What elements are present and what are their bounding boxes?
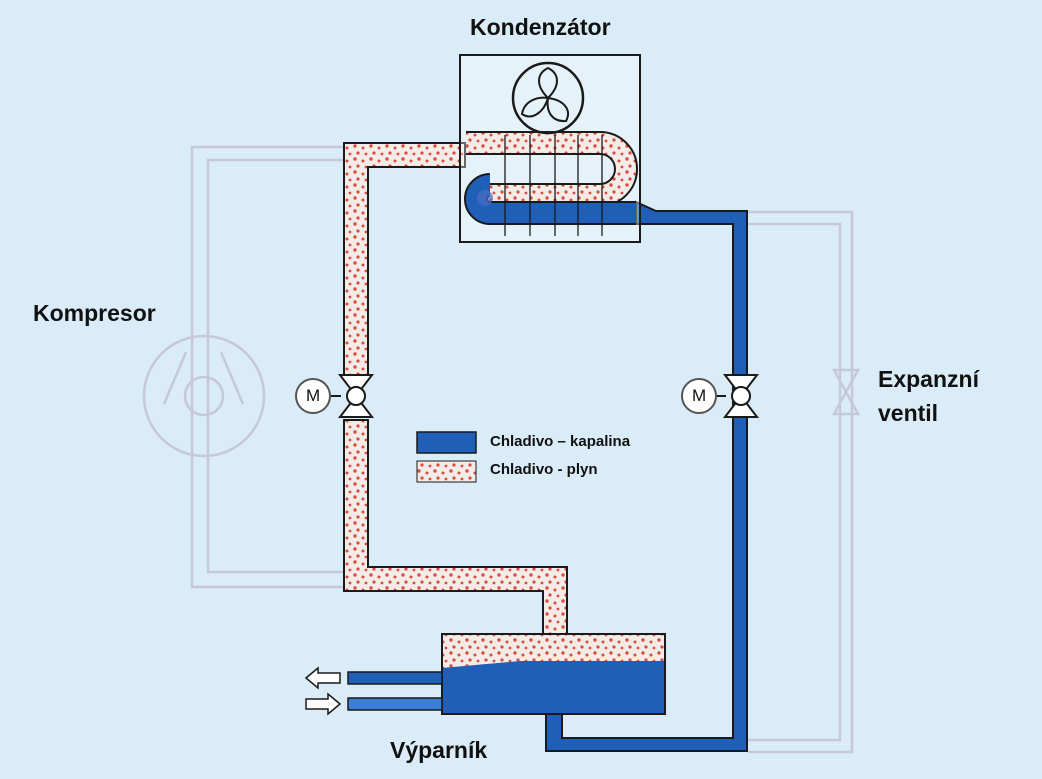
- motor-icon: [295, 378, 331, 414]
- legend-gas-label: Chladivo - plyn: [490, 461, 598, 478]
- condenser-label: Kondenzátor: [470, 14, 611, 40]
- fan-icon: [511, 61, 585, 135]
- motor-label-right: M: [692, 386, 707, 405]
- motor-label-left: M: [306, 386, 321, 405]
- condenser-coil: [464, 131, 638, 236]
- legend-liquid-label: Chladivo – kapalina: [490, 433, 631, 450]
- evaporator-tank: [441, 633, 666, 715]
- left-motor-valve: [295, 374, 375, 418]
- expansion-valve-label-line2: ventil: [878, 400, 939, 426]
- motor-icon: [681, 378, 717, 414]
- compressor-label: Kompresor: [33, 300, 156, 326]
- ghost-circuit: [142, 145, 861, 754]
- evaporator-label: Výparník: [390, 737, 488, 763]
- arrow-right-icon: [305, 692, 342, 716]
- right-motor-valve: [681, 374, 760, 418]
- legend: [416, 431, 477, 483]
- legend-liquid-swatch: [416, 431, 477, 454]
- gas-line-to-condenser: [343, 142, 466, 376]
- evaporator-pipes: [347, 671, 443, 711]
- arrow-left-icon: [304, 666, 341, 690]
- expansion-valve-label-line1: Expanzní: [878, 366, 979, 392]
- legend-gas-swatch: [416, 460, 477, 483]
